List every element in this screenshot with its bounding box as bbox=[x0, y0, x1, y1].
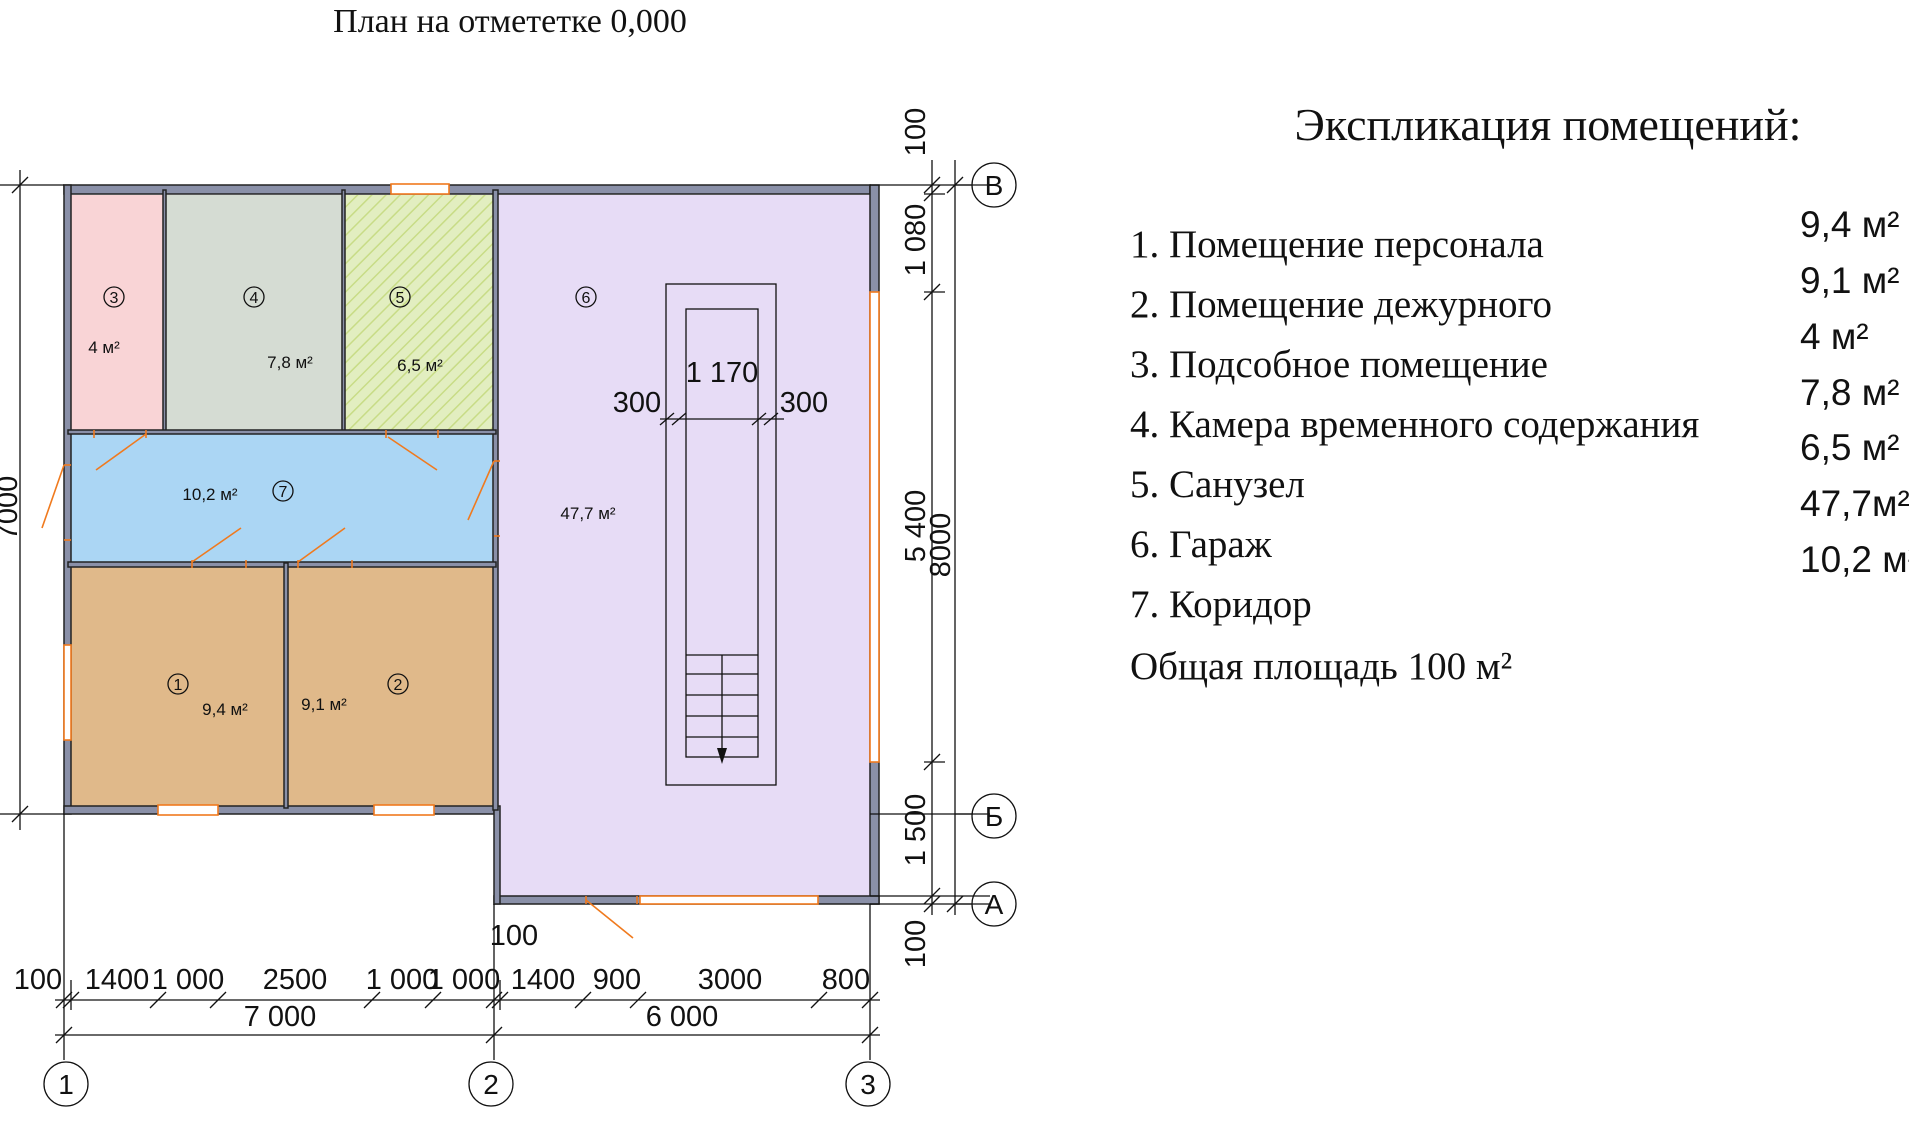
explication-item-5: 5. Санузел bbox=[1130, 463, 1305, 506]
explication-list: 1. Помещение персонала 2. Помещение дежу… bbox=[1130, 223, 1699, 688]
explication-title: Экспликация помещений: bbox=[1295, 99, 1802, 150]
bottom-dimension-lines bbox=[55, 814, 880, 1060]
explication-item-7: 7. Коридор bbox=[1130, 583, 1312, 626]
explication-item-6: 6. Гараж bbox=[1130, 523, 1273, 566]
stair-direction-arrow-icon bbox=[717, 748, 727, 764]
right-dim-5400: 5 400 bbox=[900, 490, 932, 563]
room-6-area: 47,7 м² bbox=[560, 504, 615, 523]
room-7-number: 7 bbox=[279, 484, 288, 501]
bottom-dim-1400-a: 1400 bbox=[85, 964, 150, 996]
explication-area-3: 4 м² bbox=[1800, 316, 1869, 357]
right-dim-total-8000: 8000 bbox=[925, 513, 957, 578]
explication-total: Общая площадь 100 м² bbox=[1130, 645, 1512, 688]
room-4-area: 7,8 м² bbox=[267, 353, 313, 372]
stair-right-gap-label: 300 bbox=[780, 387, 828, 419]
room-1-area: 9,4 м² bbox=[202, 700, 248, 719]
explication-area-7: 10,2 м² bbox=[1800, 539, 1909, 580]
windows bbox=[63, 183, 880, 905]
bottom-dim-900: 900 bbox=[593, 964, 641, 996]
room-5-fill bbox=[345, 195, 493, 430]
room-1-number: 1 bbox=[174, 677, 183, 694]
room-5-area: 6,5 м² bbox=[397, 356, 443, 375]
room-5-number: 5 bbox=[396, 290, 405, 307]
explication-area-5: 6,5 м² bbox=[1800, 427, 1899, 468]
right-dim-100-bottom: 100 bbox=[900, 920, 932, 968]
bottom-dim-1000-a: 1 000 bbox=[152, 964, 225, 996]
explication-item-1: 1. Помещение персонала bbox=[1130, 223, 1544, 266]
room-2-fill bbox=[288, 567, 493, 806]
axis-row-v: В bbox=[985, 170, 1004, 201]
stair-width-label: 1 170 bbox=[686, 357, 759, 389]
right-dim-1080: 1 080 bbox=[900, 204, 932, 277]
room-1-fill bbox=[71, 567, 284, 806]
doors bbox=[41, 430, 638, 939]
explication-areas: 9,4 м² 9,1 м² 4 м² 7,8 м² 6,5 м² 47,7м² … bbox=[1800, 204, 1909, 580]
staircase bbox=[659, 283, 784, 786]
room-2-area: 9,1 м² bbox=[301, 695, 347, 714]
axis-col-3: 3 bbox=[860, 1069, 876, 1100]
left-total-dimension: 7000 bbox=[0, 476, 24, 541]
explication-area-1: 9,4 м² bbox=[1800, 204, 1899, 245]
bottom-dim-800: 800 bbox=[822, 964, 870, 996]
bottom-dim-1400-b: 1400 bbox=[511, 964, 576, 996]
bottom-dim-100: 100 bbox=[14, 964, 62, 996]
axis-row-b: Б bbox=[985, 801, 1003, 832]
explication-area-4: 7,8 м² bbox=[1800, 372, 1899, 413]
stair-left-gap-label: 300 bbox=[613, 387, 661, 419]
bottom-dim-1000-b: 1 000 bbox=[366, 964, 439, 996]
bottom-dim-1000-c: 1 000 bbox=[428, 964, 501, 996]
room-labels: 3 4 м² 4 7,8 м² 5 6,5 м² 6 47,7 м² 7 10,… bbox=[88, 286, 616, 719]
bottom-total-7000: 7 000 bbox=[244, 1001, 317, 1033]
room-3-fill bbox=[71, 195, 164, 430]
explication-item-2: 2. Помещение дежурного bbox=[1130, 283, 1552, 326]
row-axes bbox=[955, 162, 1017, 927]
room-6-number: 6 bbox=[582, 290, 591, 307]
explication-item-4: 4. Камера временного содержания bbox=[1130, 403, 1699, 446]
bottom-dim-2500: 2500 bbox=[263, 964, 328, 996]
explication-area-2: 9,1 м² bbox=[1800, 260, 1899, 301]
axis-row-a: А bbox=[985, 889, 1004, 920]
room-7-fill bbox=[71, 434, 494, 562]
room-2-number: 2 bbox=[394, 677, 403, 694]
room-3-area: 4 м² bbox=[88, 338, 120, 357]
left-dimension-line bbox=[0, 170, 64, 830]
room-4-fill bbox=[166, 195, 342, 430]
bottom-dim-100-extra: 100 bbox=[490, 920, 538, 952]
right-dim-1500: 1 500 bbox=[900, 794, 932, 867]
bottom-dim-3000: 3000 bbox=[698, 964, 763, 996]
right-dim-100-top: 100 bbox=[900, 108, 932, 156]
plan-title: План на отмететке 0,000 bbox=[333, 3, 687, 40]
explication-item-3: 3. Подсобное помещение bbox=[1130, 343, 1548, 386]
axis-col-2: 2 bbox=[483, 1069, 499, 1100]
room-4-number: 4 bbox=[250, 290, 259, 307]
column-axes bbox=[43, 1061, 891, 1107]
bottom-total-6000: 6 000 bbox=[646, 1001, 719, 1033]
room-6-fill bbox=[498, 195, 870, 897]
explication-area-6: 47,7м² bbox=[1800, 483, 1909, 524]
room-3-number: 3 bbox=[110, 290, 119, 307]
room-7-area: 10,2 м² bbox=[182, 485, 237, 504]
axis-col-1: 1 bbox=[58, 1069, 74, 1100]
